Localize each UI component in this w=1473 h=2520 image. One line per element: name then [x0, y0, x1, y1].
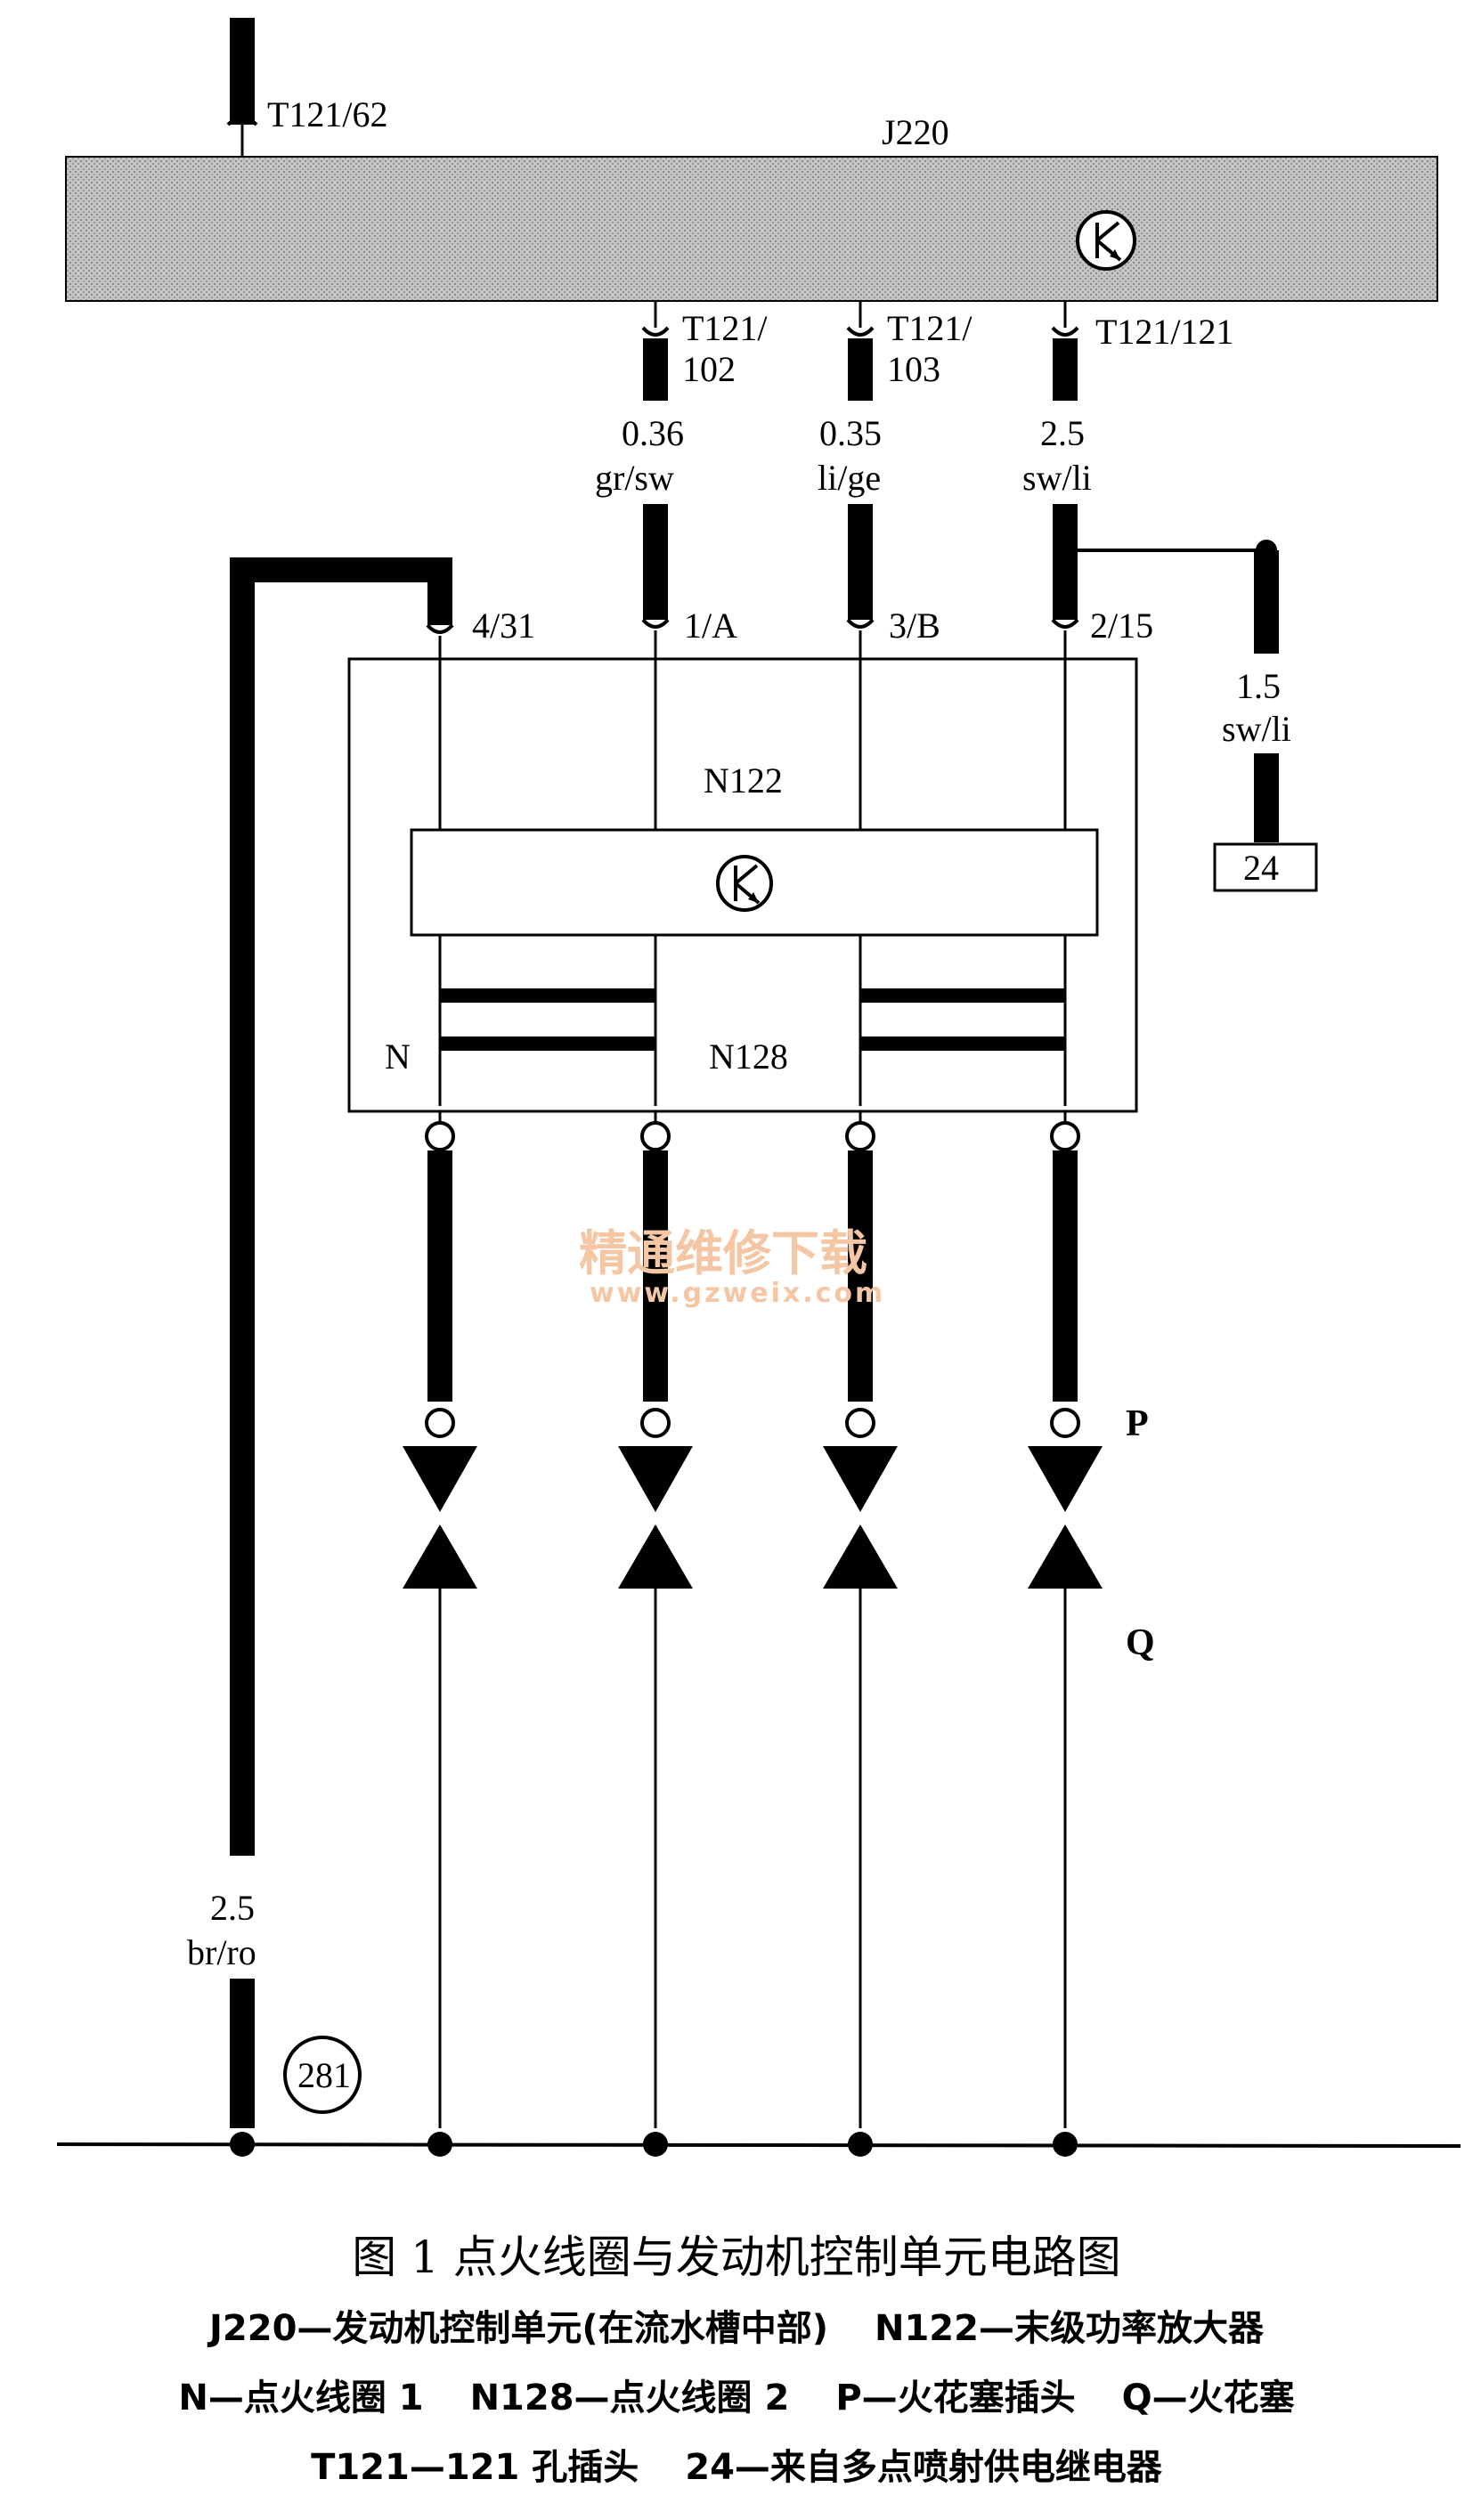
coil-pin-2: 1/A — [684, 606, 737, 646]
wire-102-color: gr/sw — [595, 458, 674, 498]
wire-103-color: li/ge — [818, 458, 881, 498]
legend-line-2: N—点火线圈 1 N128—点火线圈 2 P—火花塞插头 Q—火花塞 — [0, 2369, 1473, 2420]
wire-ground-size: 2.5 — [210, 1888, 255, 1928]
ecu-label: J220 — [882, 112, 949, 152]
coil-pin-4: 2/15 — [1090, 606, 1153, 646]
coil-1-label: N — [385, 1036, 411, 1077]
wire-ground-path — [230, 557, 452, 2128]
plug-connector-label: P — [1126, 1403, 1149, 1444]
legend-j220: J220—发动机控制单元(在流水槽中部) — [209, 2308, 828, 2349]
ecu-j220-block — [65, 156, 1438, 302]
coil-cores — [440, 988, 1065, 1051]
connector-t121-121 — [1051, 301, 1079, 401]
relay-ref-label: 24 — [1243, 848, 1279, 888]
watermark-url: www.gzweix.com — [590, 1278, 885, 1309]
wire-215 — [1053, 504, 1078, 620]
legend-line-3: T121—121 孔插头 24—来自多点喷射供电继电器 — [0, 2438, 1473, 2490]
legend-n: N—点火线圈 1 — [178, 2378, 424, 2418]
ground-ref-circle — [283, 2036, 362, 2114]
pin-label-103-b: 103 — [887, 349, 940, 389]
legend-t121: T121—121 孔插头 — [311, 2447, 639, 2488]
wire-relay-color: sw/li — [1222, 709, 1291, 749]
coil-pin-3: 3/B — [889, 606, 940, 646]
wire-3b — [848, 504, 873, 620]
spark-plug-connectors — [403, 1446, 1103, 1512]
transistor-symbol-amplifier — [716, 855, 773, 912]
relay-ref-box — [1213, 842, 1318, 892]
amplifier-label: N122 — [704, 760, 783, 801]
spark-plugs — [403, 1524, 1103, 2128]
spark-plug-label: Q — [1126, 1622, 1155, 1663]
ground-bus — [56, 2132, 1461, 2157]
pin-label-121: T121/121 — [1095, 312, 1234, 352]
wire-ecu-supply — [226, 18, 258, 157]
wire-121-size: 2.5 — [1040, 413, 1085, 453]
legend-n122: N122—末级功率放大器 — [874, 2308, 1264, 2349]
pin-label-102-b: 102 — [682, 349, 736, 389]
legend-line-1: J220—发动机控制单元(在流水槽中部) N122—末级功率放大器 — [0, 2299, 1473, 2351]
watermark-cn: 精通维修下载 — [579, 1225, 867, 1281]
transistor-symbol-ecu — [1076, 210, 1136, 271]
connector-t121-103 — [846, 301, 875, 401]
wire-ground-color: br/ro — [187, 1932, 256, 1972]
ht-leads — [425, 1111, 1080, 1438]
wire-102-size: 0.36 — [622, 413, 684, 453]
wire-relay-size: 1.5 — [1236, 666, 1281, 706]
legend-p: P—火花塞插头 — [835, 2378, 1076, 2418]
wire-121-color: sw/li — [1022, 458, 1092, 498]
legend-24: 24—来自多点喷射供电继电器 — [685, 2447, 1162, 2488]
figure-title: 图 1 点火线圈与发动机控制单元电路图 — [352, 2231, 1121, 2283]
ignition-coil-module — [347, 657, 1138, 1113]
connector-t121-102 — [641, 301, 670, 401]
pin-label-102-a: T121/ — [682, 308, 768, 348]
legend-q: Q—火花塞 — [1121, 2378, 1295, 2418]
legend-n128: N128—点火线圈 2 — [469, 2378, 790, 2418]
pin-label-ecu-supply: T121/62 — [267, 94, 388, 134]
wire-1a — [643, 504, 668, 620]
wire-103-size: 0.35 — [819, 413, 882, 453]
wire-relay-branch — [1054, 540, 1279, 842]
ground-ref-label: 281 — [297, 2055, 351, 2095]
coil-pin-1: 4/31 — [472, 606, 535, 646]
coil-2-label: N128 — [709, 1036, 788, 1077]
pin-label-103-a: T121/ — [887, 308, 973, 348]
